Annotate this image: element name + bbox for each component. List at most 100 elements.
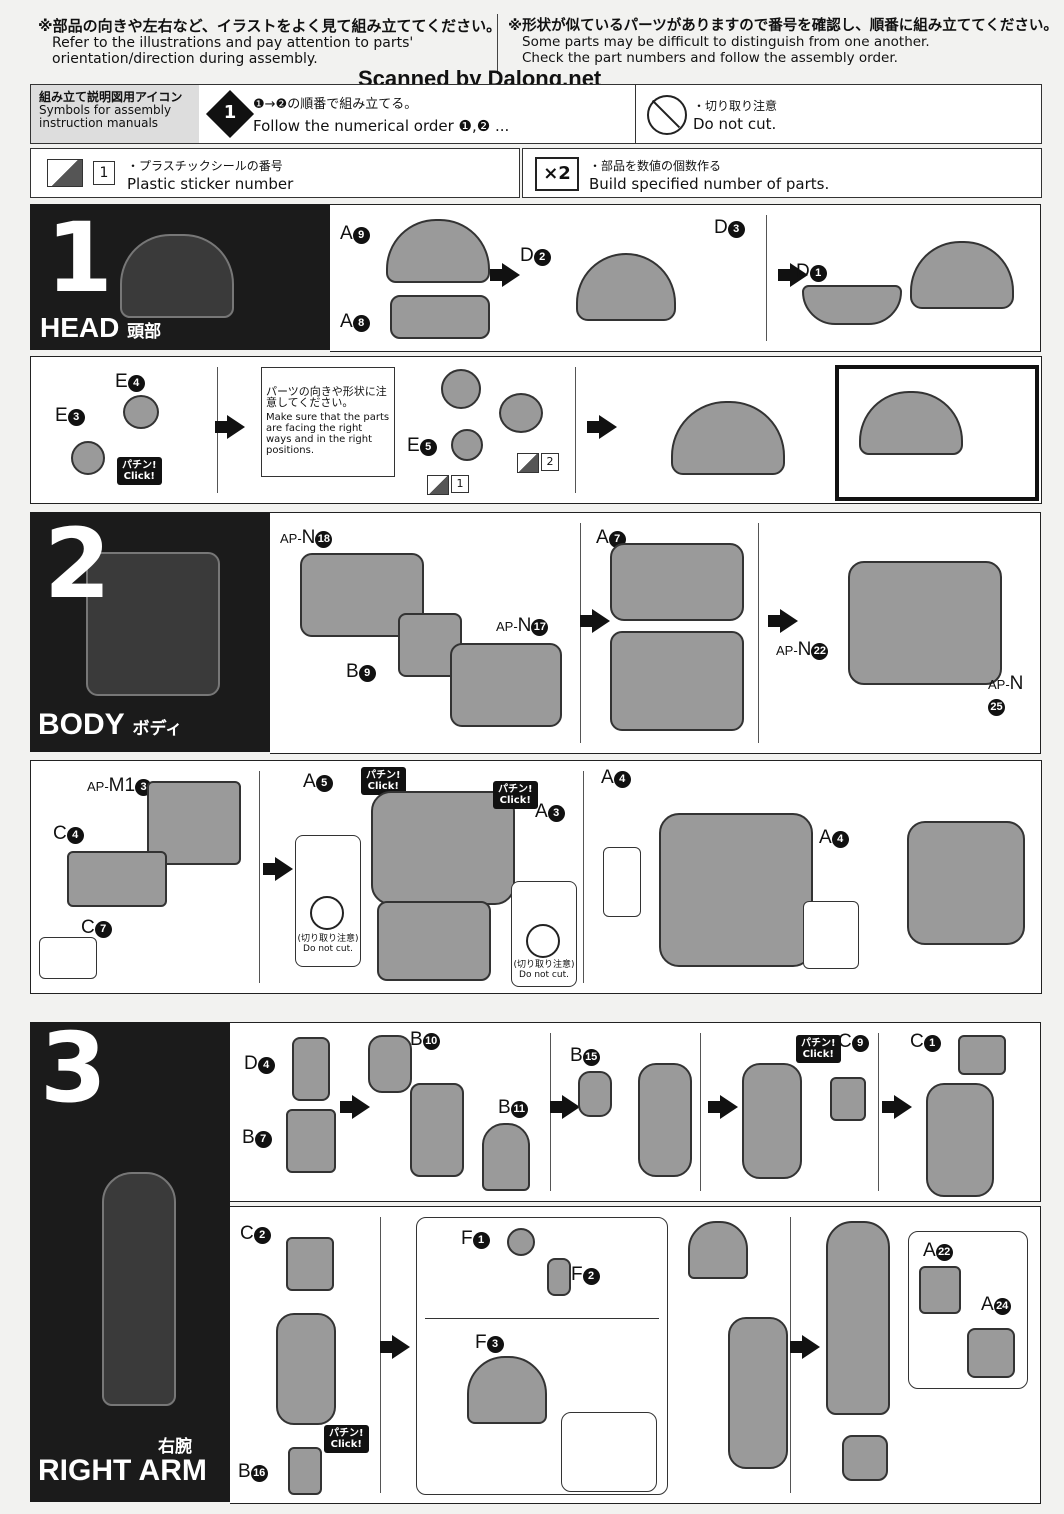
sticker-icon [47,159,83,187]
step-separator [580,523,581,743]
nocut-jp: ・切り取り注意 [693,99,778,113]
step-separator [758,523,759,743]
sticker-jp: ・プラスチックシールの番号 [127,159,283,173]
part-e4 [123,395,159,429]
part-head-final [671,401,785,475]
part-body-final [907,821,1025,945]
do-not-cut-note: (切り取り注意)Do not cut. [297,934,359,954]
arm-preview [102,1172,176,1406]
no-cut-icon [526,924,560,958]
step-arrow [882,1095,912,1119]
step1-title-jp: 頭部 [127,322,162,341]
click-badge: パチン! Click! [796,1035,841,1063]
symbols-label: 組み立て説明図用アイコン Symbols for assembly instru… [31,85,199,143]
part-c4 [67,851,167,907]
part-b11 [482,1123,530,1191]
sticker-icon [517,453,539,473]
a4-detail-right [803,901,859,969]
step-arrow [587,415,617,439]
part-a9 [386,219,490,283]
label-n25: AP-N25 [988,673,1040,717]
sticker-en: Plastic sticker number [127,175,294,193]
step-separator [790,1217,791,1493]
step3-panel: 3 右腕 RIGHT ARM [30,1022,230,1502]
step-separator [259,771,260,983]
step-separator [766,215,767,341]
part-body-with-a4 [659,813,813,967]
caution-jp: パーツの向きや形状に注意してください。 [266,385,387,409]
part-a7 [610,543,744,621]
note-orientation: ※部品の向きや左右など、イラストをよく見て組み立ててください。 Refer to… [38,18,501,67]
step1-number: 1 [46,204,113,314]
note-similar-parts: ※形状が似ているパーツがありますので番号を確認し、順番に組み立ててください。 S… [508,18,1058,66]
part-hand [842,1435,888,1481]
note-orientation-en1: Refer to the illustrations and pay atten… [52,35,414,51]
step-separator [583,771,584,983]
symbols-label-en2: instruction manuals [39,116,159,130]
sticker-number-box: 1 [93,161,115,185]
step-arrow [790,1335,820,1359]
order-badge: 1 [223,102,237,123]
click-badge: パチン! Click! [361,767,406,795]
note-orientation-en2: orientation/direction during assembly. [52,51,318,67]
part-e3 [71,441,105,475]
step-separator [575,367,576,493]
step2-title-jp: ボディ [132,719,183,738]
step-arrow [215,415,245,439]
part-f3 [467,1356,547,1424]
symbols-legend: 組み立て説明図用アイコン Symbols for assembly instru… [30,84,1042,144]
step-arrow [550,1095,580,1119]
part-arm-c1 [926,1083,994,1197]
step2-number: 2 [44,512,111,620]
step-arrow [263,857,293,881]
multiple-jp: ・部品を数値の個数作る [589,159,722,173]
note-similar-en2: Check the part numbers and follow the as… [522,50,898,66]
sticker-icon [427,475,449,495]
head-preview [120,234,234,318]
step-separator [380,1217,381,1493]
multiple-en: Build specified number of parts. [589,175,830,193]
part-f1 [507,1228,535,1256]
order-jp: ❶→❷の順番で組み立てる。 [253,97,418,112]
step-arrow [490,263,520,287]
part-e-assembly [499,393,543,433]
part-n17 [450,643,562,727]
c7-detail [39,937,97,979]
sticker-number-1: 1 [451,475,469,493]
part-d1 [802,285,902,325]
no-cut-icon [647,95,687,135]
part-head-detail [859,391,963,455]
step3-title-jp: 右腕 [158,1437,192,1456]
part-arm-upper [410,1083,464,1177]
click-badge: パチン! Click! [493,781,538,809]
note-orientation-jp: ※部品の向きや左右など、イラストをよく見て組み立ててください。 [38,17,502,35]
step-arrow [340,1095,370,1119]
part-b10 [368,1035,412,1093]
